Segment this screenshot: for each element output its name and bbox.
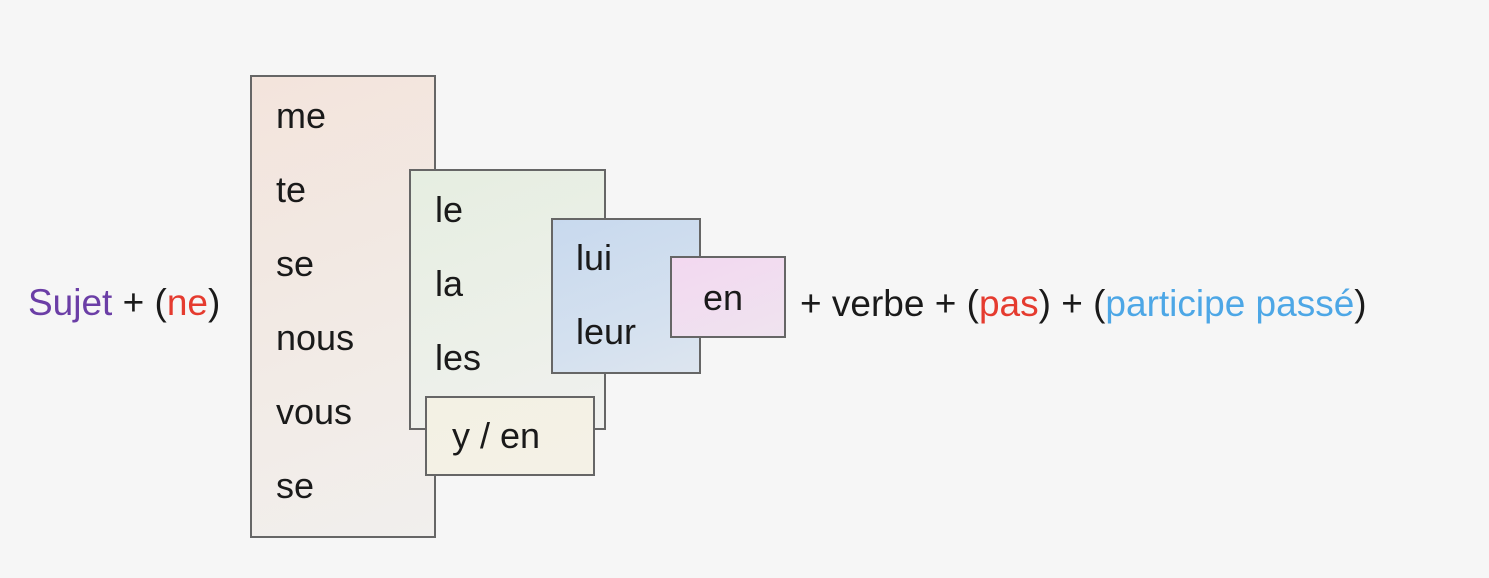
pronoun-item: te (276, 169, 307, 210)
pronoun-item: lui (576, 237, 613, 278)
en-box (670, 256, 786, 338)
close-paren: ) (208, 282, 221, 323)
close-paren-plus: ) + (1038, 283, 1094, 324)
participle-label: participe passé (1105, 283, 1355, 324)
pronoun-item: leur (576, 311, 637, 352)
verb-segment: + verbe + (800, 283, 967, 324)
pronoun-item: me (276, 95, 327, 136)
right-formula: + verbe + (pas) + (participe passé) (800, 285, 1367, 322)
pronoun-item: se (276, 465, 315, 506)
pronoun-item: nous (276, 317, 355, 358)
subject-label: Sujet (28, 282, 113, 323)
pronoun-item: les (435, 337, 482, 378)
open-paren: ( (966, 283, 979, 324)
y-en-label: y / en (452, 415, 541, 456)
open-paren: ( (1093, 283, 1106, 324)
open-paren: ( (154, 282, 167, 323)
pronoun-item: se (276, 243, 315, 284)
pronoun-box-indirect-reflexive (250, 75, 436, 538)
close-paren: ) (1354, 283, 1367, 324)
plus-sign: + (122, 282, 145, 323)
pronoun-item: la (435, 263, 464, 304)
pas-label: pas (978, 283, 1039, 324)
pronoun-item: le (435, 189, 464, 230)
ne-label: ne (166, 282, 208, 323)
pronoun-item: vous (276, 391, 353, 432)
en-label: en (703, 277, 744, 318)
y-en-box (425, 396, 595, 476)
left-formula: Sujet + (ne) (28, 284, 220, 321)
